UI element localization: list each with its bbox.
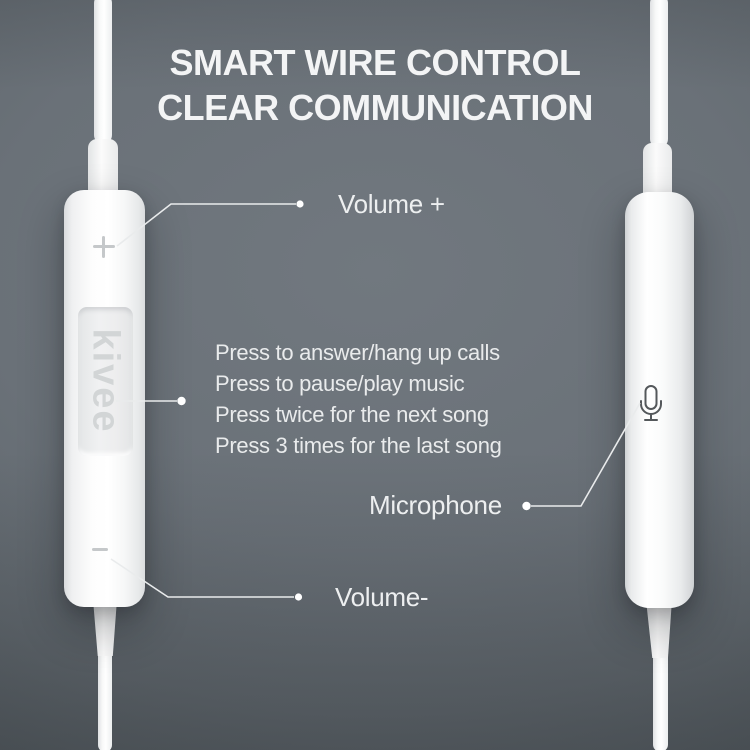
left-wire-bottom: [98, 648, 112, 750]
multifunction-button: [78, 307, 133, 456]
instruction-line: Press to answer/hang up calls: [215, 340, 500, 365]
volume-up-label: Volume +: [338, 189, 445, 219]
wire-remote-side-view: [625, 192, 694, 608]
instruction-line: Press 3 times for the last song: [215, 433, 502, 458]
brand-logo-text: kivee: [84, 328, 127, 434]
instruction-line: Press twice for the next song: [215, 402, 489, 427]
volume-down-label: Volume-: [335, 582, 429, 612]
plus-icon: [102, 236, 105, 258]
instruction-line: Press to pause/play music: [215, 371, 465, 396]
callout-line-microphone: [531, 402, 641, 507]
right-wire-top: [650, 0, 668, 148]
callout-dot-multifunction: [177, 396, 186, 406]
microphone-icon: [640, 385, 662, 421]
right-wire-bottom: [653, 650, 668, 750]
multifunction-instructions: Press to answer/hang up calls Press to p…: [215, 337, 502, 461]
left-wire-top: [94, 0, 112, 144]
callout-dot-volume-up: [296, 200, 304, 208]
minus-icon: [92, 548, 108, 551]
microphone-label: Microphone: [369, 490, 502, 520]
title-line-1: SMART WIRE CONTROL: [169, 42, 581, 83]
callout-dot-volume-down: [294, 593, 303, 601]
right-strain-relief-bottom: [646, 601, 672, 658]
right-strain-relief-top: [643, 143, 672, 197]
wire-remote-front-view: kivee: [64, 190, 145, 607]
left-strain-relief-bottom: [93, 600, 117, 656]
left-strain-relief-top: [88, 139, 118, 195]
callout-dot-microphone: [522, 501, 531, 511]
title-line-2: CLEAR COMMUNICATION: [157, 87, 593, 128]
page-title: SMART WIRE CONTROL CLEAR COMMUNICATION: [0, 40, 750, 130]
